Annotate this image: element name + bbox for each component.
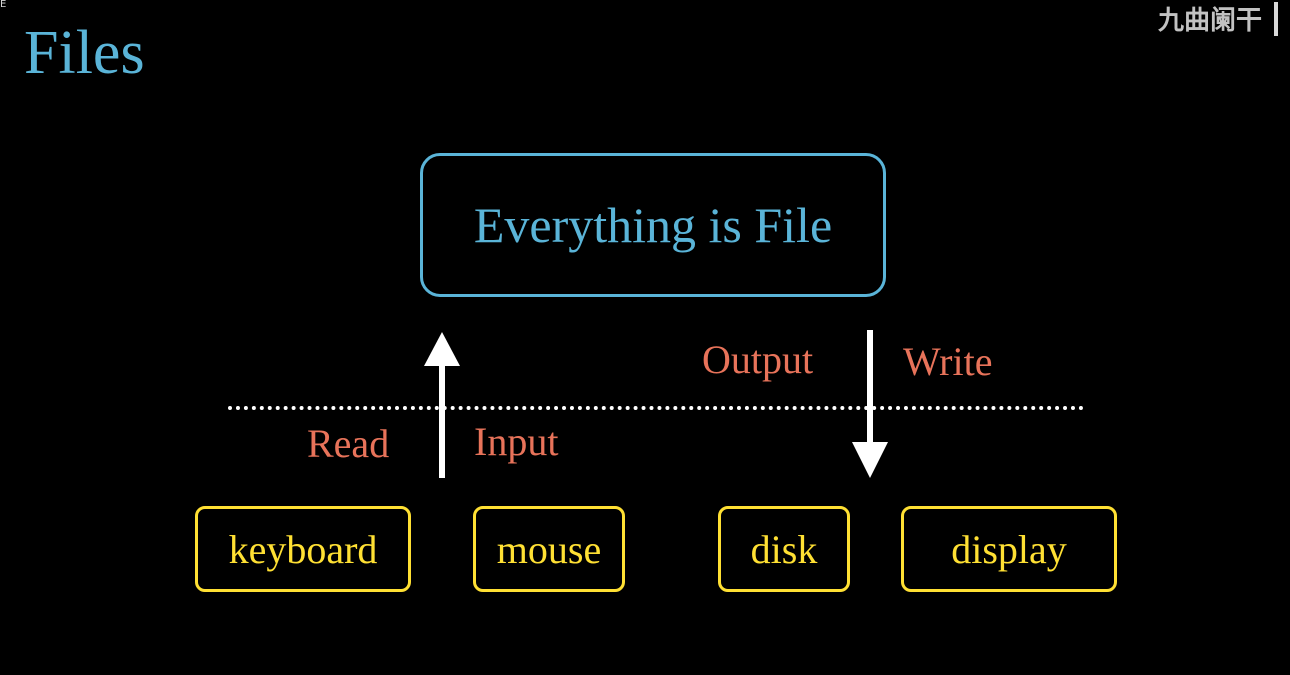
device-display-label: display xyxy=(951,526,1067,572)
watermark-bar xyxy=(1274,2,1290,36)
watermark: 九曲阑干 xyxy=(1157,6,1262,36)
device-mouse: mouse xyxy=(473,506,625,592)
up-arrow-head xyxy=(424,332,460,366)
up-arrow xyxy=(424,332,460,478)
label-input: Input xyxy=(474,419,559,464)
down-arrow-head xyxy=(852,442,888,478)
label-write: Write xyxy=(903,339,993,384)
label-read: Read xyxy=(307,421,390,466)
device-keyboard-label: keyboard xyxy=(228,526,378,572)
slide-title: Files xyxy=(24,19,145,87)
device-display: display xyxy=(901,506,1117,592)
corner-mark: E xyxy=(0,0,7,10)
device-disk-label: disk xyxy=(750,526,818,572)
label-output: Output xyxy=(702,337,814,382)
device-disk: disk xyxy=(718,506,850,592)
everything-is-file-box: Everything is File xyxy=(420,153,886,297)
device-mouse-label: mouse xyxy=(496,526,602,572)
down-arrow xyxy=(852,330,888,478)
dotted-divider xyxy=(228,406,1084,410)
device-keyboard: keyboard xyxy=(195,506,411,592)
everything-is-file-text: Everything is File xyxy=(473,197,833,253)
